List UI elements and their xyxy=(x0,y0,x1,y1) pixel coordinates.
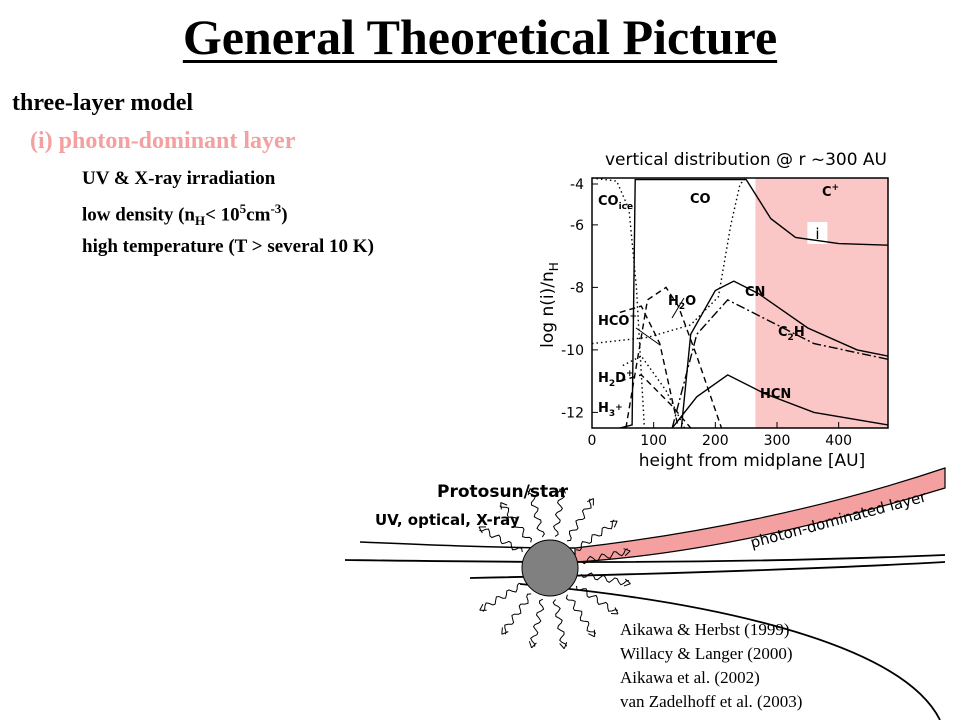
model-heading: three-layer model xyxy=(12,90,194,116)
series-label-7: HCO+ xyxy=(598,312,637,329)
ray xyxy=(552,599,568,647)
references: Aikawa & Herbst (1999) Willacy & Langer … xyxy=(620,618,802,714)
x-tick-label: 100 xyxy=(640,433,667,449)
series-line-6 xyxy=(625,286,723,428)
chart-title: vertical distribution @ r ~300 AU xyxy=(605,150,887,170)
series-label-3: CN xyxy=(745,285,765,300)
radiation-rays xyxy=(478,486,631,650)
reference-2: Willacy & Langer (2000) xyxy=(620,644,793,663)
photon-layer-label: photon-dominated layer xyxy=(748,487,929,552)
ray xyxy=(530,598,545,647)
photon-layer-band xyxy=(574,467,946,563)
y-tick-label: -8 xyxy=(570,280,584,296)
ray xyxy=(499,505,533,543)
y-axis-label: log n(i)/nH xyxy=(538,262,561,348)
x-tick-label: 200 xyxy=(702,433,729,449)
ray-arrowhead xyxy=(588,629,596,638)
ray-arrowhead xyxy=(610,520,618,528)
protostar-label: Protosun/star xyxy=(437,482,569,502)
series-label-6: H2O xyxy=(668,294,696,312)
ray xyxy=(576,585,618,612)
ray-arrowhead xyxy=(527,488,536,496)
series-line-2 xyxy=(592,178,747,345)
series-line-7 xyxy=(619,305,679,428)
y-tick-label: -6 xyxy=(570,218,584,234)
ray xyxy=(482,582,523,612)
series-label-8: H2D+ xyxy=(598,369,634,389)
ray-arrowhead xyxy=(478,526,486,534)
series-line-4 xyxy=(671,299,888,428)
slide-title: General Theoretical Picture xyxy=(182,9,778,65)
series-line-3 xyxy=(680,280,888,428)
series-label-0: CO xyxy=(690,192,711,207)
ray xyxy=(566,498,592,542)
reference-3: Aikawa et al. (2002) xyxy=(620,668,760,687)
region-label-box xyxy=(807,222,828,244)
ray-arrowhead xyxy=(559,642,568,650)
series-label-2: C+ xyxy=(822,183,839,200)
series-line-9 xyxy=(619,374,692,428)
ray xyxy=(576,519,615,552)
ray-arrowhead xyxy=(586,498,594,506)
bullet-irradiation: UV & X-ray irradiation xyxy=(82,168,276,189)
ray xyxy=(479,528,523,553)
protostar xyxy=(521,539,579,597)
y-tick-label: -12 xyxy=(561,405,584,421)
disk-midplane xyxy=(344,554,946,563)
bullet-density: low density (nH< 105cm-3) xyxy=(82,201,288,229)
region-label: i xyxy=(815,225,819,243)
series-line-8 xyxy=(622,355,686,428)
series-label-1: COice xyxy=(598,194,633,212)
ray xyxy=(580,548,628,565)
x-tick-label: 0 xyxy=(588,433,597,449)
ray xyxy=(504,593,532,635)
photon-layer-region xyxy=(755,178,888,428)
series-label-9: H3+ xyxy=(598,401,623,419)
ray xyxy=(565,594,597,634)
y-tick-label: -4 xyxy=(570,177,584,193)
reference-1: Aikawa & Herbst (1999) xyxy=(620,620,790,639)
ray-arrowhead xyxy=(557,486,566,494)
ray-arrowhead xyxy=(479,603,487,611)
ray xyxy=(580,572,630,586)
x-tick-label: 300 xyxy=(764,433,791,449)
x-tick-label: 400 xyxy=(825,433,852,449)
label-pointer xyxy=(635,327,661,346)
plot-frame xyxy=(591,177,889,429)
series-label-4: C2H xyxy=(778,325,805,343)
series-label-5: HCN xyxy=(760,387,791,402)
reference-4: van Zadelhoff et al. (2003) xyxy=(620,692,803,711)
y-tick-label: -10 xyxy=(561,343,584,359)
ray-arrowhead xyxy=(610,607,619,615)
series-line-1 xyxy=(592,178,646,428)
radiation-label: UV, optical, X-ray xyxy=(375,511,520,529)
label-pointer xyxy=(671,297,685,319)
layer-heading: (i) photon-dominant layer xyxy=(30,128,296,154)
series-line-5 xyxy=(671,374,888,428)
ray-arrowhead xyxy=(500,502,508,510)
ray-arrowhead xyxy=(623,578,631,587)
ray-arrowhead xyxy=(623,548,631,557)
ray-arrowhead xyxy=(528,641,537,649)
disk-inner-line xyxy=(469,561,946,579)
ray xyxy=(552,488,566,537)
series-line-0 xyxy=(619,178,888,428)
ray-arrowhead xyxy=(501,627,509,635)
disk-upper-edge xyxy=(359,541,576,549)
x-axis-label: height from midplane [AU] xyxy=(639,451,866,471)
bullet-temperature: high temperature (T > several 10 K) xyxy=(82,236,374,257)
ray xyxy=(527,490,545,538)
